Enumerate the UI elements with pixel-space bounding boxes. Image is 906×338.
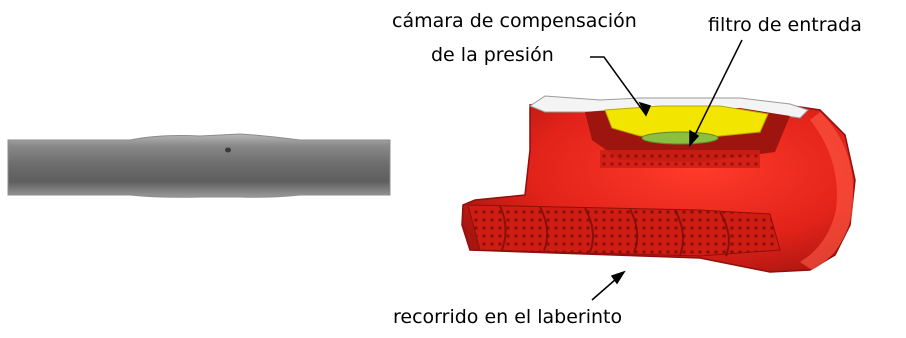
emitter-cutaway: [461, 95, 856, 273]
inlet-filter-shape: [641, 131, 719, 145]
inlet-filter-label: filtro de entrada: [708, 14, 862, 36]
labyrinth-shape: [467, 204, 781, 257]
drip-tube: [7, 133, 391, 198]
pressure-chamber-label-line2: de la presión: [431, 44, 554, 66]
pressure-chamber-label-line1: cámara de compensación: [392, 10, 637, 32]
leader-lines: [590, 39, 743, 301]
labyrinth-path-label: recorrido en el laberinto: [393, 306, 623, 328]
